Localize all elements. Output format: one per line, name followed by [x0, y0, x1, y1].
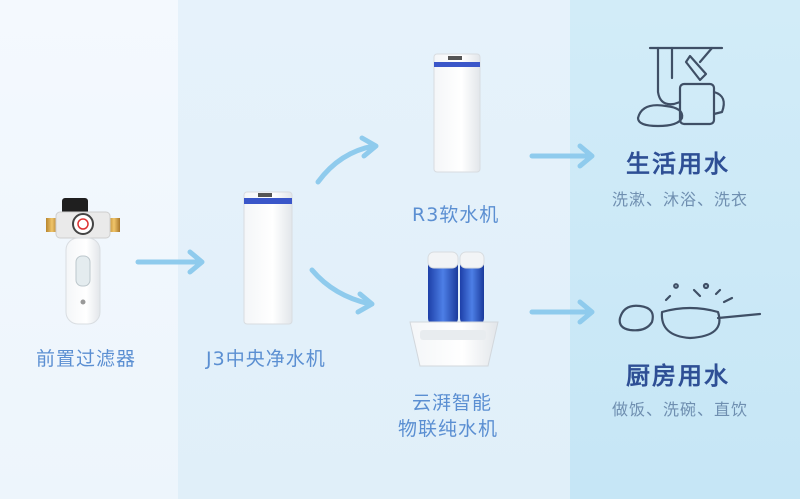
arrow-yunping-to-kitchen: [529, 299, 595, 325]
kitchen-water-title: 厨房用水: [626, 362, 730, 390]
prefilter-label: 前置过滤器: [36, 348, 137, 370]
yunping-label-line1: 云湃智能: [412, 392, 493, 414]
r3-label: R3软水机: [412, 204, 500, 226]
j3-label: J3中央净水机: [206, 348, 326, 370]
arrow-j3-to-r3: [315, 135, 379, 185]
r3-device-illustration: [433, 53, 481, 173]
stage-band-purifiers: [178, 0, 570, 499]
yunping-device-illustration: [409, 251, 499, 367]
kitchen-icon: [618, 282, 762, 340]
j3-device-illustration: [243, 191, 293, 325]
yunping-label-line2: 物联纯水机: [398, 418, 499, 440]
kitchen-water-uses: 做饭、洗碗、直饮: [612, 400, 749, 419]
arrow-r3-to-living: [529, 143, 595, 169]
living-water-title: 生活用水: [626, 150, 730, 178]
living-water-uses: 洗漱、沐浴、洗衣: [612, 190, 749, 209]
flow-arrows: [135, 135, 595, 325]
prefilter-device-illustration: [46, 198, 120, 325]
bathroom-icon: [636, 46, 725, 128]
arrow-prefilter-to-j3: [135, 249, 205, 275]
arrow-j3-to-yunping: [309, 267, 375, 315]
